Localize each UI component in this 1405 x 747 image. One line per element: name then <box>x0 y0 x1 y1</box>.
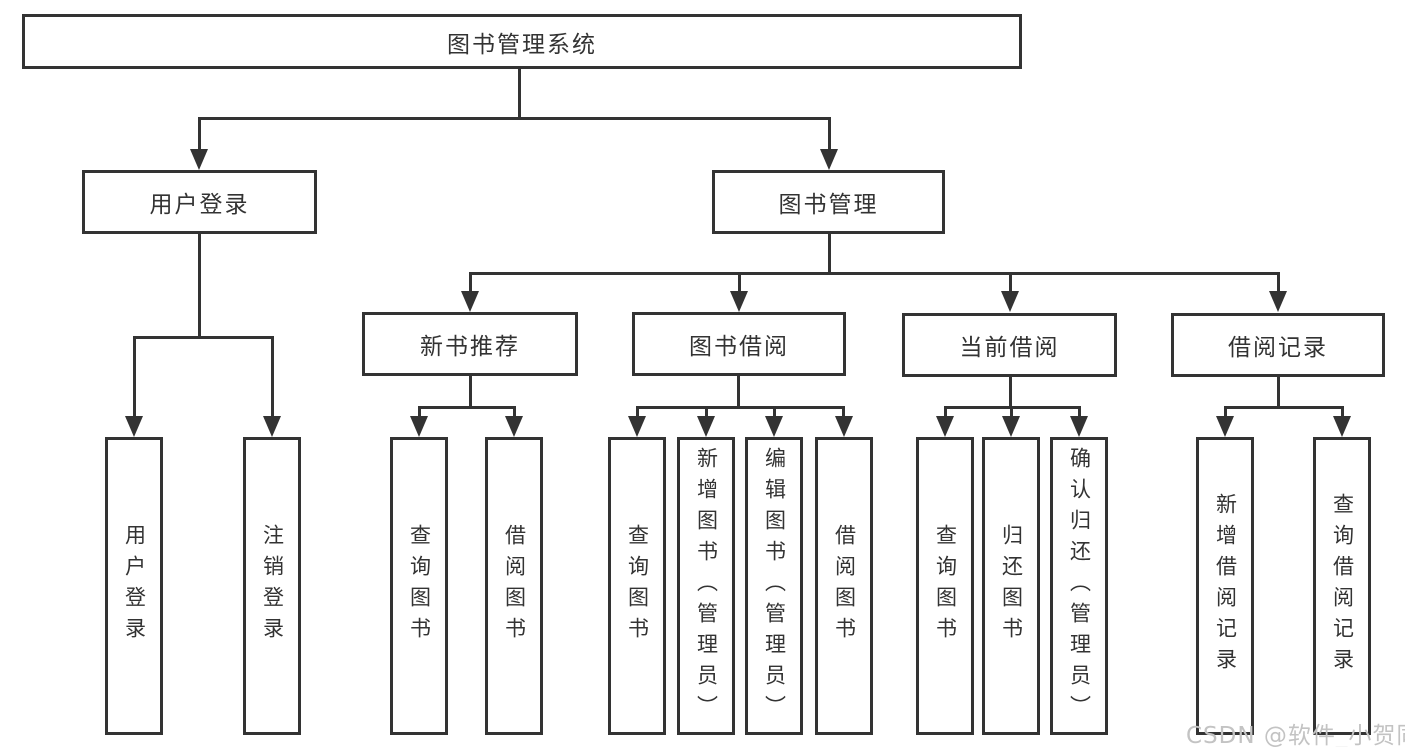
connector-line <box>198 234 201 339</box>
node-leaf-logout: 注销登录 <box>243 437 301 735</box>
arrow-down-icon <box>263 416 281 437</box>
node-leaf-add-book: 新增图书（管理员） <box>677 437 735 735</box>
connector-line <box>1224 406 1344 409</box>
node-book-borrow: 图书借阅 <box>632 312 846 376</box>
connector-line <box>1277 272 1280 293</box>
connector-line <box>133 336 274 339</box>
arrow-down-icon <box>697 416 715 437</box>
arrow-down-icon <box>936 416 954 437</box>
node-leaf-query-book-3: 查询图书 <box>916 437 974 735</box>
node-leaf-query-book-1: 查询图书 <box>390 437 448 735</box>
arrow-down-icon <box>410 416 428 437</box>
connector-line <box>469 272 472 293</box>
connector-line <box>469 272 1280 275</box>
connector-line <box>133 336 136 417</box>
arrow-down-icon <box>730 291 748 312</box>
connector-line <box>1277 377 1280 408</box>
connector-line <box>842 406 845 418</box>
arrow-down-icon <box>125 416 143 437</box>
arrow-down-icon <box>835 416 853 437</box>
connector-line <box>418 406 421 418</box>
node-leaf-confirm-return: 确认归还（管理员） <box>1050 437 1108 735</box>
node-leaf-edit-book: 编辑图书（管理员） <box>745 437 803 735</box>
arrow-down-icon <box>765 416 783 437</box>
arrow-down-icon <box>1333 416 1351 437</box>
connector-line <box>828 234 831 275</box>
connector-line <box>636 406 639 418</box>
node-current-borrow: 当前借阅 <box>902 313 1117 377</box>
connector-line <box>828 117 831 151</box>
node-leaf-borrow-book-2: 借阅图书 <box>815 437 873 735</box>
connector-line <box>737 376 740 408</box>
arrow-down-icon <box>1001 291 1019 312</box>
node-new-book-rec: 新书推荐 <box>362 312 578 376</box>
node-leaf-return-book: 归还图书 <box>982 437 1040 735</box>
connector-line <box>1010 406 1013 418</box>
arrow-down-icon <box>820 149 838 170</box>
connector-line <box>518 68 521 120</box>
connector-line <box>1078 406 1081 418</box>
node-leaf-query-record: 查询借阅记录 <box>1313 437 1371 735</box>
connector-line <box>469 376 472 408</box>
node-root: 图书管理系统 <box>22 14 1022 69</box>
connector-line <box>418 406 516 409</box>
arrow-down-icon <box>1216 416 1234 437</box>
connector-line <box>636 406 845 409</box>
connector-line <box>705 406 708 418</box>
node-borrow-records: 借阅记录 <box>1171 313 1385 377</box>
connector-line <box>271 336 274 417</box>
connector-line <box>1009 377 1012 408</box>
node-user-login: 用户登录 <box>82 170 317 234</box>
connector-line <box>198 117 201 151</box>
arrow-down-icon <box>1269 291 1287 312</box>
node-leaf-query-book-2: 查询图书 <box>608 437 666 735</box>
node-book-mgmt: 图书管理 <box>712 170 945 234</box>
connector-line <box>1341 406 1344 418</box>
connector-line <box>1224 406 1227 418</box>
arrow-down-icon <box>1070 416 1088 437</box>
arrow-down-icon <box>461 291 479 312</box>
node-leaf-user-login: 用户登录 <box>105 437 163 735</box>
watermark: CSDN @软件_小贺同学 <box>1186 723 1405 747</box>
arrow-down-icon <box>190 149 208 170</box>
node-leaf-borrow-book-1: 借阅图书 <box>485 437 543 735</box>
connector-line <box>738 272 741 293</box>
connector-line <box>1009 272 1012 293</box>
connector-line <box>198 117 831 120</box>
connector-line <box>773 406 776 418</box>
arrow-down-icon <box>628 416 646 437</box>
node-leaf-add-record: 新增借阅记录 <box>1196 437 1254 735</box>
arrow-down-icon <box>1002 416 1020 437</box>
connector-line <box>944 406 947 418</box>
arrow-down-icon <box>505 416 523 437</box>
connector-line <box>513 406 516 418</box>
